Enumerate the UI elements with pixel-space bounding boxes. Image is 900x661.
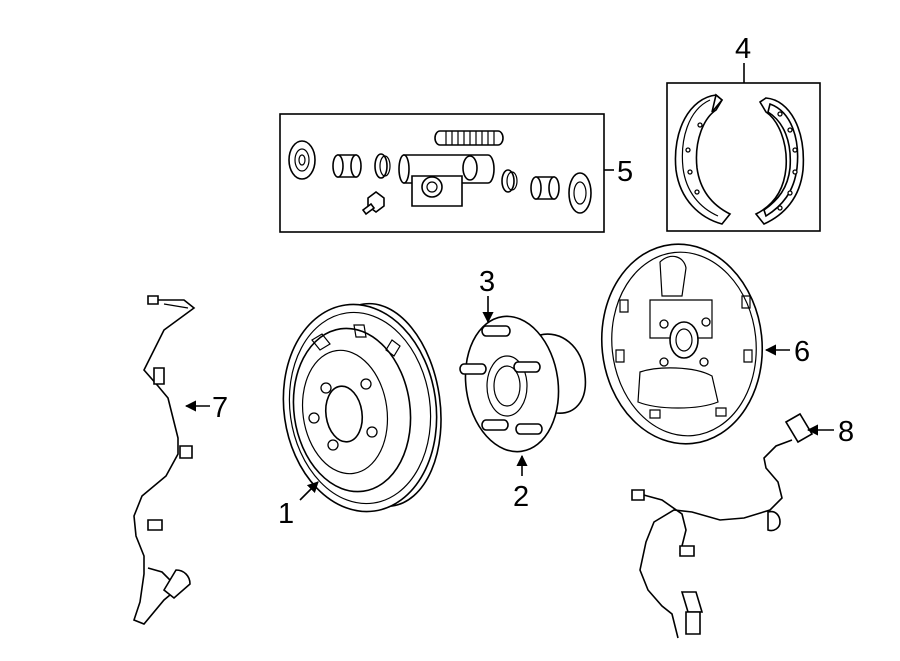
spring	[434, 130, 504, 146]
callout-7[interactable]: 7	[212, 392, 228, 424]
wheel-cylinder-kit[interactable]: 5	[279, 113, 633, 233]
brake-drum[interactable]: 1	[270, 294, 453, 530]
left-brake-shoe	[674, 93, 732, 225]
wheel-hub[interactable]: 2 3	[457, 266, 587, 513]
left-cup	[374, 153, 391, 179]
left-abs-sensor[interactable]: 7	[133, 295, 228, 625]
brake-shoe-set[interactable]: 4	[666, 33, 821, 232]
callout-4[interactable]: 4	[735, 33, 751, 65]
left-piston	[332, 154, 362, 178]
callout-8[interactable]: 8	[838, 416, 854, 448]
left-boot	[288, 140, 316, 180]
right-cup	[501, 169, 518, 193]
callout-2[interactable]: 2	[513, 481, 529, 513]
cylinder-body	[398, 154, 495, 207]
right-brake-shoe	[754, 97, 805, 225]
callout-1[interactable]: 1	[278, 498, 294, 530]
wheel-studs	[459, 325, 543, 435]
right-boot	[568, 172, 592, 214]
callout-3[interactable]: 3	[479, 266, 495, 298]
wheel-cylinder-kit-box	[279, 113, 605, 233]
right-piston	[530, 176, 560, 200]
callout-5[interactable]: 5	[617, 156, 633, 188]
backing-plate[interactable]: 6	[592, 236, 810, 452]
right-abs-sensor[interactable]: 8	[631, 412, 854, 639]
callout-1-leader	[299, 481, 319, 501]
bleeder-screw	[361, 191, 385, 216]
callout-6[interactable]: 6	[794, 336, 810, 368]
